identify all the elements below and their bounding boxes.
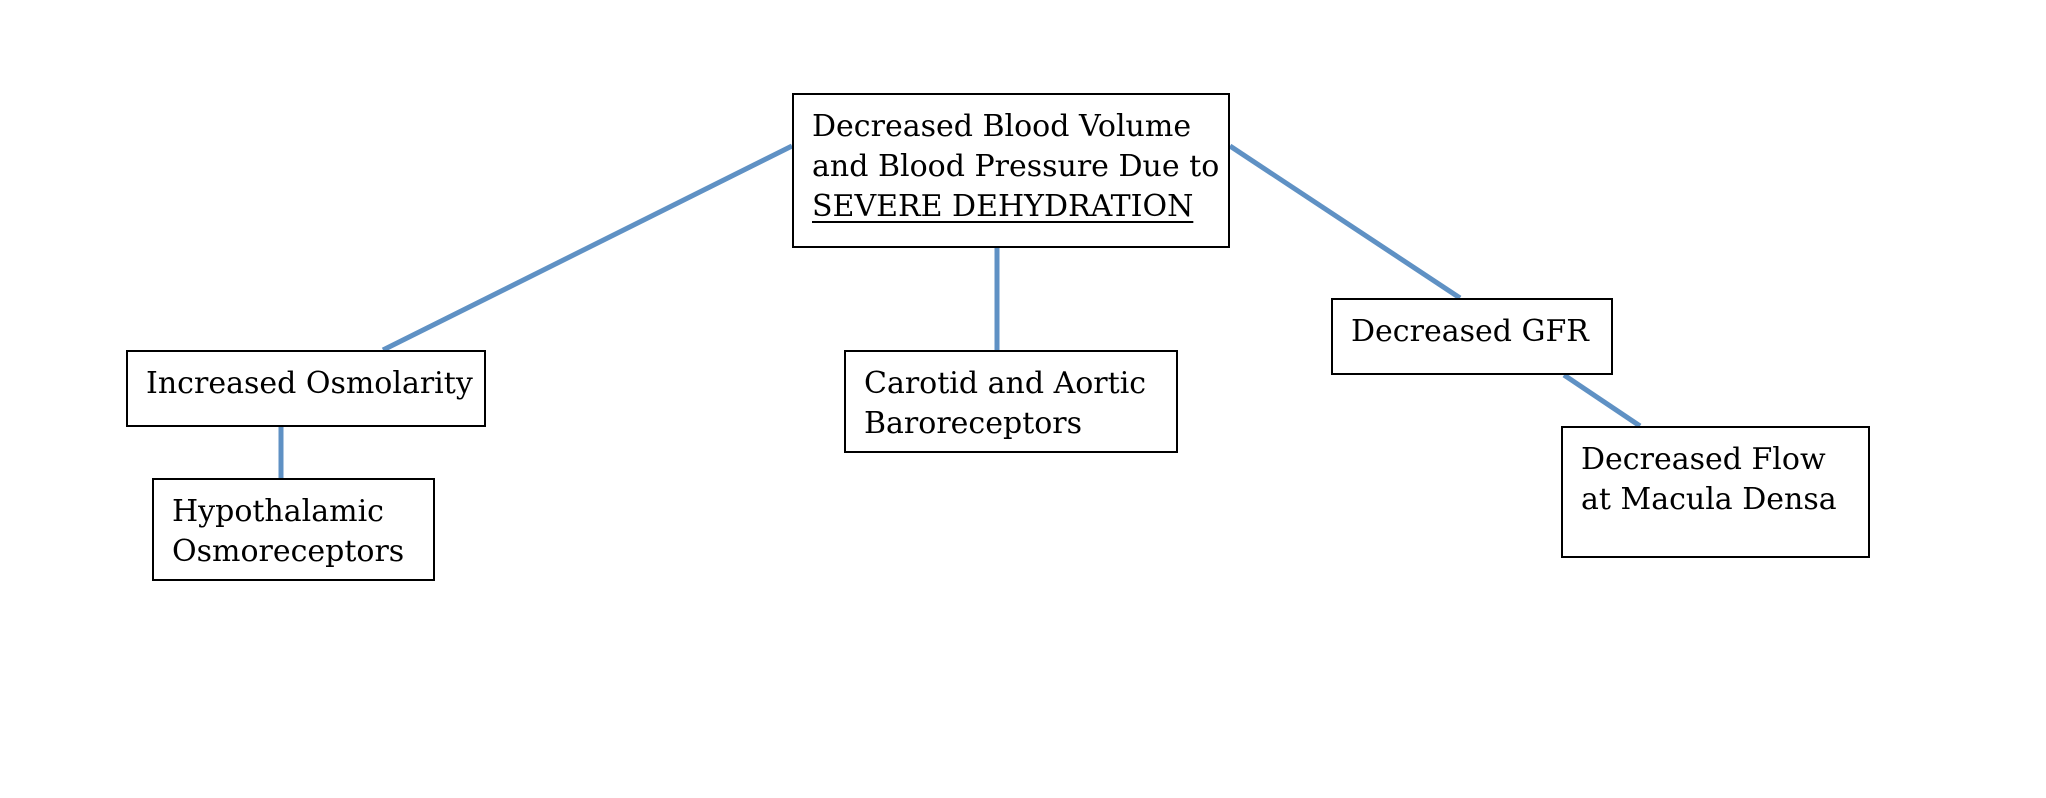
- node-increased-osmolarity: Increased Osmolarity: [126, 350, 486, 427]
- node-carotid-aortic-baroreceptors: Carotid and Aortic Baroreceptors: [844, 350, 1178, 453]
- node-hypothalamic-osmoreceptors: Hypothalamic Osmoreceptors: [152, 478, 435, 581]
- connector-root-to-osmolarity: [381, 143, 794, 353]
- hypothalamic-node-line-2: Osmoreceptors: [172, 534, 405, 569]
- node-decreased-gfr: Decreased GFR: [1331, 298, 1613, 375]
- gfr-node-label: Decreased GFR: [1351, 314, 1589, 349]
- macula-node-line-1: Decreased Flow: [1581, 442, 1826, 477]
- root-node-line-3: SEVERE DEHYDRATION: [812, 189, 1194, 224]
- baroreceptors-node-line-2: Baroreceptors: [864, 406, 1083, 441]
- connector-gfr-to-macula: [1562, 372, 1642, 429]
- root-node-line-2: and Blood Pressure Due to: [812, 149, 1220, 184]
- osmolarity-node-label: Increased Osmolarity: [146, 366, 473, 401]
- hypothalamic-node-line-1: Hypothalamic: [172, 494, 384, 529]
- root-node-decreased-blood-volume: Decreased Blood Volume and Blood Pressur…: [792, 93, 1230, 248]
- root-node-line-1: Decreased Blood Volume: [812, 109, 1192, 144]
- connector-root-to-gfr: [1228, 143, 1462, 301]
- macula-node-line-2: at Macula Densa: [1581, 482, 1837, 517]
- node-decreased-flow-macula-densa: Decreased Flow at Macula Densa: [1561, 426, 1870, 558]
- baroreceptors-node-line-1: Carotid and Aortic: [864, 366, 1147, 401]
